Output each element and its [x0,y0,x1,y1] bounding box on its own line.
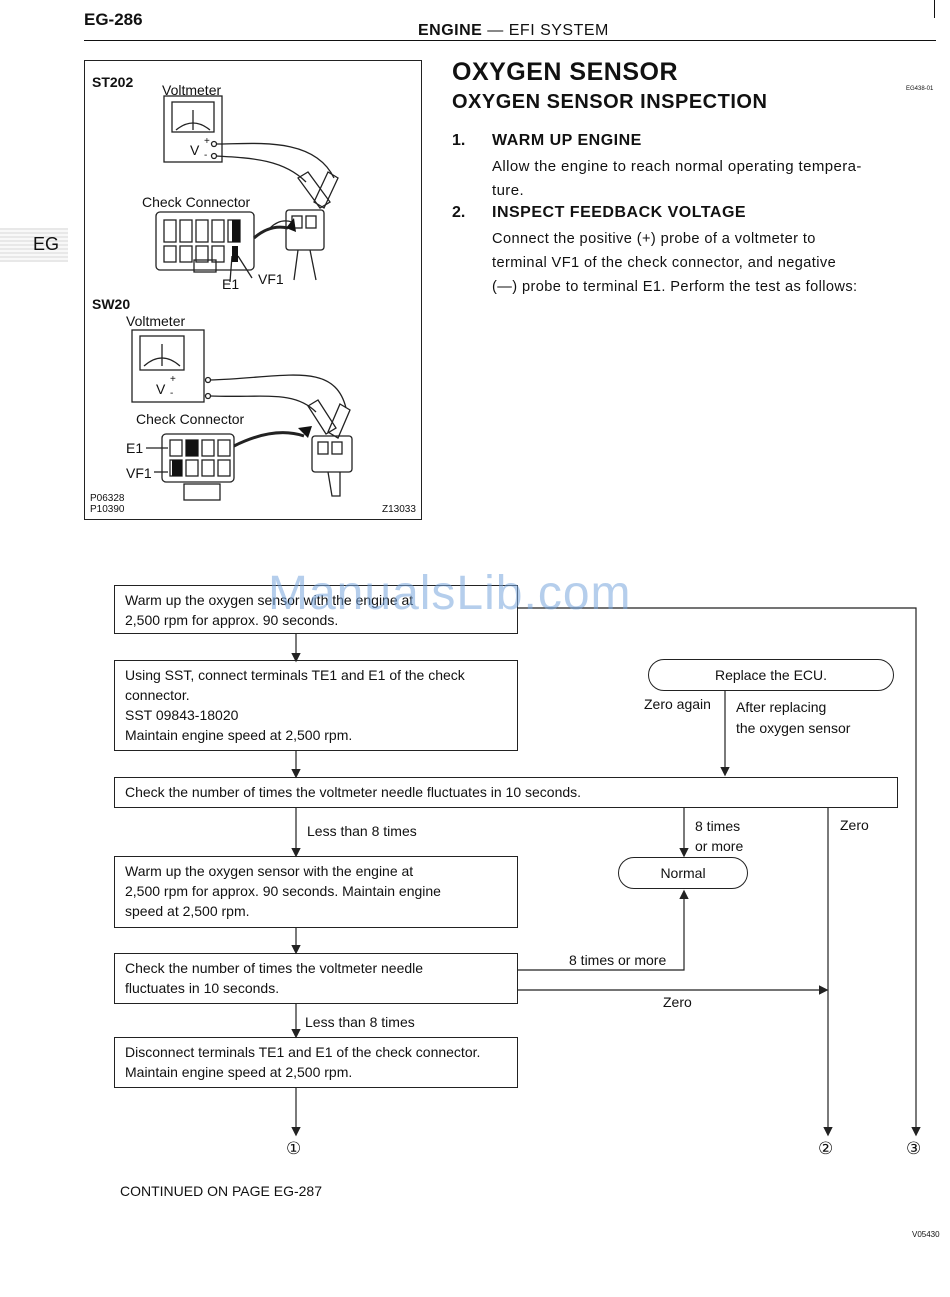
step-2-number: 2. [452,204,466,221]
figure-code-2: P10390 [90,504,125,515]
voltmeter-dial-2 [139,335,185,371]
flow-after-replacing-line-2: the oxygen sensor [736,720,851,736]
section-header-dash: — [487,22,504,39]
flow-8-or-more-a: 8 times or more [695,816,743,856]
side-tab-label: EG [33,234,60,254]
flow-box-warm-up-1: Warm up the oxygen sensor with the engin… [114,585,518,634]
flow-box-2-line-4: Maintain engine speed at 2,500 rpm. [125,727,353,743]
step-2-line-1: Connect the positive (+) probe of a volt… [492,231,816,247]
figure-code-1: P06328 [90,493,125,504]
flow-box-warm-up-2: Warm up the oxygen sensor with the engin… [114,856,518,928]
section-title: OXYGEN SENSOR [452,58,678,86]
flow-after-replacing-line-1: After replacing [736,699,827,715]
figure-label-st202: ST202 [92,74,134,90]
figure-check-connector-label-1: Check Connector [142,194,251,210]
figure-vf1-label-2: VF1 [126,465,152,481]
flow-box-2-line-1: Using SST, connect terminals TE1 and E1 … [125,667,465,683]
flow-zero-b: Zero [663,994,692,1010]
side-tab: EG [0,228,68,262]
section-header-bold: ENGINE [418,22,483,39]
flow-box-check-fluctuates-1: Check the number of times the voltmeter … [114,777,898,808]
figure-box [84,60,422,520]
step-1-body: Allow the engine to reach normal operati… [492,155,862,203]
flow-outlet-1: ① [286,1139,302,1158]
wiring-diagram [131,95,353,501]
voltmeter-body-1 [163,95,223,163]
section-header-rest: EFI SYSTEM [508,22,609,39]
voltmeter-body-2 [131,329,205,403]
flow-zero-a: Zero [840,817,869,833]
figure-label-sw20: SW20 [92,296,131,312]
figure-minus-1: - [204,150,208,161]
figure-code-3: Z13033 [382,504,416,515]
flow-8-or-more-a-line-1: 8 times [695,818,741,834]
flow-box-4-line-3: speed at 2,500 rpm. [125,903,250,919]
flow-less-than-8-b: Less than 8 times [305,1014,415,1030]
footer-code: V05430 [912,1230,940,1239]
step-2-line-3: (—) probe to terminal E1. Perform the te… [492,279,858,295]
flow-replace-ecu: Replace the ECU. [648,659,894,691]
flow-box-2-line-3: SST 09843-18020 [125,707,239,723]
figure-check-connector-label-2: Check Connector [136,411,245,427]
flow-box-6-line-2: Maintain engine speed at 2,500 rpm. [125,1064,353,1080]
section-subtitle: OXYGEN SENSOR INSPECTION [452,91,768,113]
flow-after-replacing: After replacing the oxygen sensor [736,697,850,739]
flow-box-6-line-1: Disconnect terminals TE1 and E1 of the c… [125,1044,481,1060]
flow-outlet-2: ② [818,1139,834,1158]
figure-plus-2: + [170,374,176,385]
step-1-line-1: Allow the engine to reach normal operati… [492,158,862,175]
figure-voltmeter-label-2: Voltmeter [126,313,186,329]
step-2-heading: INSPECT FEEDBACK VOLTAGE [492,204,747,221]
flow-box-5-line-2: fluctuates in 10 seconds. [125,980,280,996]
figure-voltmeter-label-1: Voltmeter [162,82,222,98]
flow-normal: Normal [618,857,748,889]
flow-box-4-line-1: Warm up the oxygen sensor with the engin… [125,863,414,879]
section-code: EG438-01 [906,86,934,92]
header-rule [84,40,936,41]
step-2-line-2: terminal VF1 of the check connector, and… [492,255,837,271]
flow-box-2-line-2: connector. [125,687,190,703]
figure-minus-2: - [170,388,174,399]
figure-plus-1: + [204,136,210,147]
step-2-body: Connect the positive (+) probe of a volt… [492,227,858,299]
continued-note: CONTINUED ON PAGE EG-287 [120,1183,323,1199]
page-number: EG-286 [84,10,143,29]
figure-e1-label-1: E1 [222,276,240,292]
step-1-heading: WARM UP ENGINE [492,132,642,149]
flow-box-1-line-2: 2,500 rpm for approx. 90 seconds. [125,612,339,628]
watermark: ManualsLib.com [268,567,632,620]
flow-box-connect-sst: Using SST, connect terminals TE1 and E1 … [114,660,518,751]
section-header: ENGINE — EFI SYSTEM [418,22,609,40]
figure-v-label-1: V [190,142,200,158]
flow-8-or-more-a-line-2: or more [695,838,744,854]
flow-box-1-line-1: Warm up the oxygen sensor with the engin… [125,592,414,608]
flow-zero-again: Zero again [644,696,711,712]
flow-box-4-line-2: 2,500 rpm for approx. 90 seconds. Mainta… [125,883,441,899]
figure-v-label-2: V [156,381,166,397]
flow-outlet-3: ③ [906,1139,922,1158]
flow-8-or-more-b: 8 times or more [569,952,667,968]
figure-e1-label-2: E1 [126,440,144,456]
flow-less-than-8-a: Less than 8 times [307,823,417,839]
flow-box-5-line-1: Check the number of times the voltmeter … [125,960,424,976]
step-1-line-2: ture. [492,182,525,199]
flow-box-disconnect: Disconnect terminals TE1 and E1 of the c… [114,1037,518,1088]
flow-box-check-fluctuates-2: Check the number of times the voltmeter … [114,953,518,1004]
figure-vf1-label-1: VF1 [258,271,284,287]
step-1-number: 1. [452,132,466,149]
header-edge-mark [934,0,935,18]
voltmeter-dial-1 [171,101,215,133]
